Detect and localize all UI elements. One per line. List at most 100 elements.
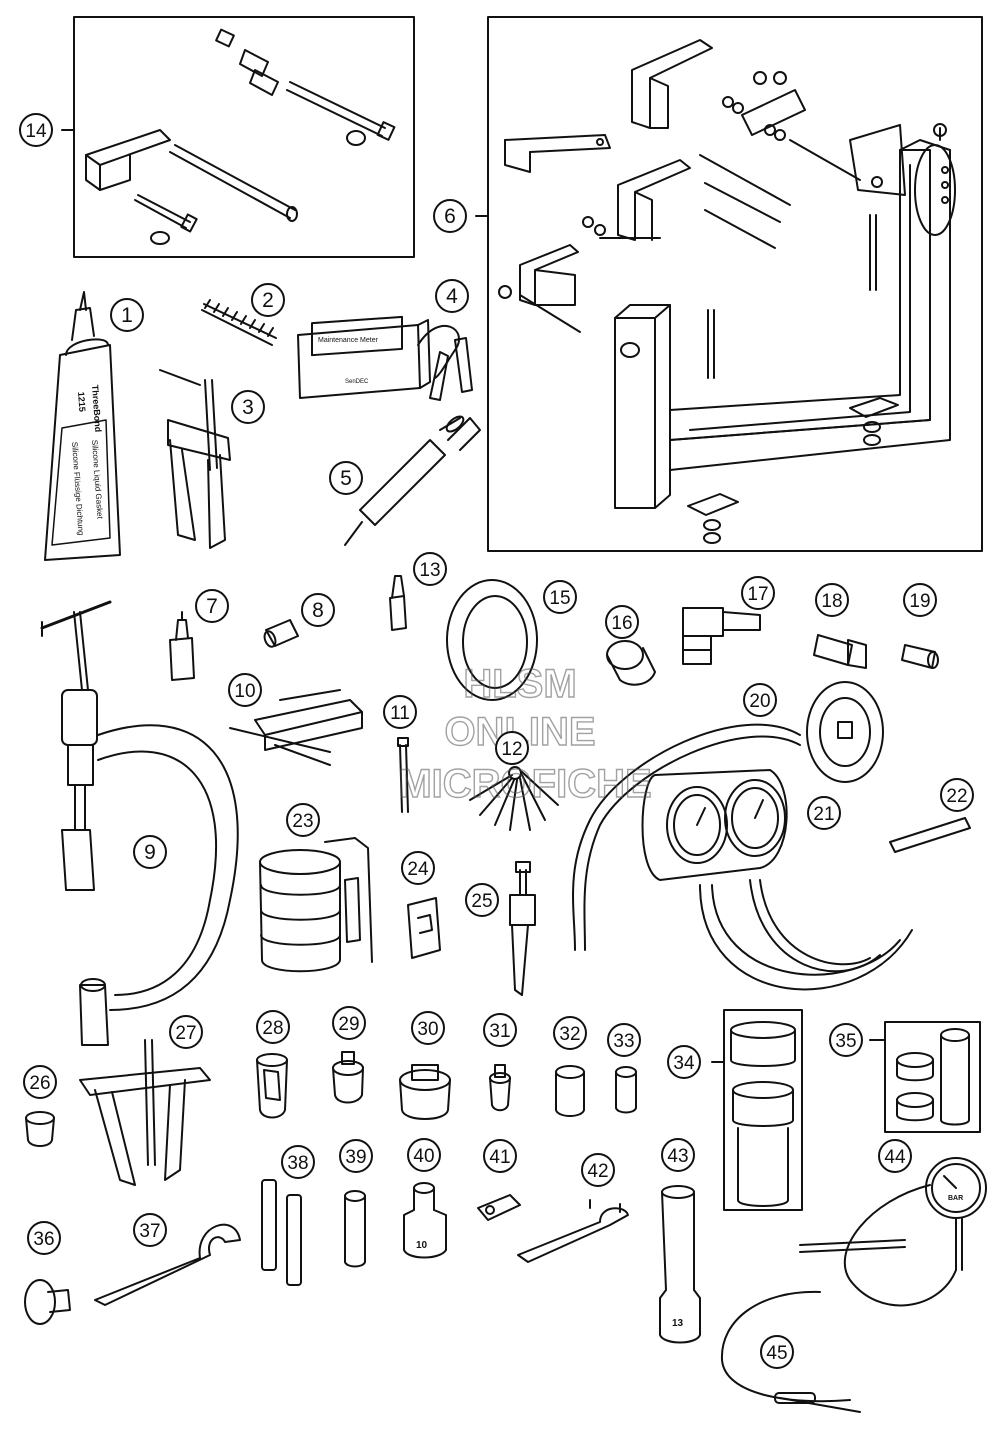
tool-22-feeler-strip	[889, 817, 971, 853]
callout-10: 10	[228, 673, 262, 707]
group-box-34	[711, 1009, 803, 1211]
tool-42-pin-wrench	[517, 1199, 629, 1263]
callout-7: 7	[195, 589, 229, 623]
callout-circle	[940, 778, 974, 812]
callout-30: 30	[411, 1011, 445, 1045]
tool-14-engine-holder-parts	[61, 28, 396, 245]
tool-44-pressure-gauge	[799, 1157, 987, 1307]
callout-circle	[110, 298, 144, 332]
callout-circle	[401, 851, 435, 885]
callout-circle	[581, 1153, 615, 1187]
callout-circle	[407, 1138, 441, 1172]
callout-28: 28	[256, 1010, 290, 1044]
tool-27-two-arm-puller	[79, 1039, 211, 1186]
callout-27: 27	[169, 1015, 203, 1049]
callout-25: 25	[465, 883, 499, 917]
callout-17: 17	[741, 576, 775, 610]
callout-number: 45	[766, 1343, 787, 1364]
callout-11: 11	[383, 695, 417, 729]
callout-number: 23	[292, 811, 313, 832]
tool-41-plate	[477, 1194, 521, 1221]
callout-circle	[19, 113, 53, 147]
callout-number: 4	[446, 285, 458, 308]
callout-circle	[339, 1139, 373, 1173]
callout-circle	[607, 1023, 641, 1057]
tool-40-socket	[403, 1182, 447, 1259]
callout-number: 7	[206, 595, 218, 618]
callout-circle	[807, 796, 841, 830]
callout-number: 28	[262, 1018, 283, 1039]
callout-circle	[27, 1221, 61, 1255]
tube-brand-text: ThreeBond	[90, 384, 103, 432]
tool-6-engine-stand	[475, 39, 956, 544]
callout-circle	[23, 1065, 57, 1099]
tube-desc2-text: Silicone Flüssige Dichtung	[70, 442, 86, 536]
callout-number: 30	[417, 1019, 438, 1040]
callout-number: 10	[234, 681, 255, 702]
tool-30-sleeve	[399, 1064, 451, 1120]
tool-8-protection-cap	[263, 619, 299, 648]
tool-15-locking-ring	[446, 579, 538, 701]
callout-number: 24	[407, 859, 429, 880]
tube-desc1-text: Silicone Liquid Gasket	[90, 440, 105, 520]
tool-12-feeler-gauge-set	[469, 766, 559, 831]
tube-code-text: 1215	[76, 391, 87, 412]
callout-38: 38	[281, 1145, 315, 1179]
callout-circle	[433, 199, 467, 233]
callout-number: 13	[419, 560, 440, 581]
tool-20-degree-wheel	[572, 681, 884, 951]
callout-circle	[256, 1010, 290, 1044]
callout-number: 15	[549, 588, 570, 609]
callout-29: 29	[332, 1006, 366, 1040]
tool-21-vacuum-gauge	[641, 769, 913, 991]
callout-number: 9	[144, 841, 156, 864]
callout-number: 12	[501, 739, 522, 760]
tool-13-sensor	[389, 575, 407, 631]
callout-circle	[133, 1213, 167, 1247]
tool-32-sleeve	[555, 1065, 585, 1117]
callout-circle	[251, 283, 285, 317]
callout-16: 16	[605, 605, 639, 639]
callout-8: 8	[301, 593, 335, 627]
tool-23-piston-ring-compressor	[259, 837, 373, 973]
callout-circle	[231, 390, 265, 424]
tool-24-holding-plate	[407, 897, 441, 959]
callout-circle	[411, 1011, 445, 1045]
callout-circle	[435, 279, 469, 313]
tool-39-sleeve	[344, 1190, 366, 1268]
callout-number: 20	[749, 691, 770, 712]
callout-number: 40	[413, 1146, 434, 1167]
callout-1: 1	[110, 298, 144, 332]
callout-35: 35	[829, 1023, 863, 1057]
tool-26-cap	[25, 1111, 55, 1147]
callout-23: 23	[286, 803, 320, 837]
callout-circle	[605, 605, 639, 639]
callout-number: 6	[444, 205, 456, 228]
callout-circle	[741, 576, 775, 610]
callout-21: 21	[807, 796, 841, 830]
socket-43-size-text: 13	[672, 1318, 684, 1329]
tool-29-sleeve	[332, 1051, 364, 1104]
callout-5: 5	[329, 461, 363, 495]
callout-number: 19	[909, 591, 930, 612]
callout-14: 14	[19, 113, 53, 147]
callout-circle	[332, 1006, 366, 1040]
callout-circle	[743, 683, 777, 717]
callout-number: 22	[946, 786, 967, 807]
callout-circle	[878, 1139, 912, 1173]
callout-number: 34	[673, 1053, 695, 1074]
tool-11-pin	[397, 737, 409, 813]
callout-number: 3	[242, 396, 254, 419]
tool-31-sleeve	[489, 1064, 511, 1112]
callout-31: 31	[483, 1013, 517, 1047]
callout-circle	[661, 1138, 695, 1172]
tool-17-hose-nipple	[682, 607, 761, 665]
callout-number: 41	[489, 1147, 510, 1168]
callout-circle	[286, 803, 320, 837]
callout-37: 37	[133, 1213, 167, 1247]
callout-number: 36	[33, 1229, 54, 1250]
tool-4-maintenance-meter	[297, 315, 473, 401]
callout-26: 26	[23, 1065, 57, 1099]
callout-6: 6	[433, 199, 467, 233]
